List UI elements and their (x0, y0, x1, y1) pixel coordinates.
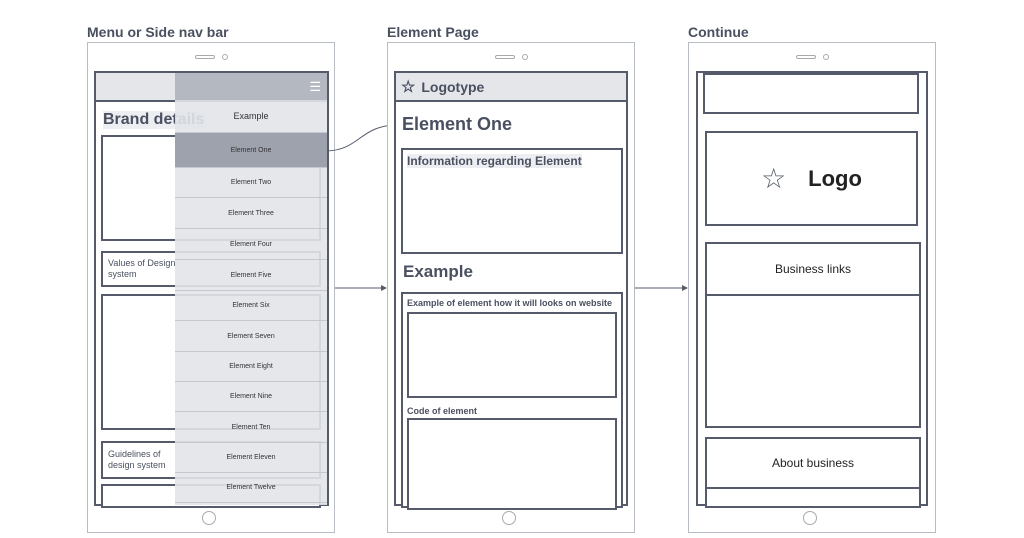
menu-item[interactable]: Element Eight (175, 352, 327, 382)
phone-screen: ☆ Logotype Element One Information regard… (394, 71, 628, 510)
phone-screen: ☆ Logo Business links About business (696, 71, 928, 508)
example-desc: Example of element how it will looks on … (407, 298, 613, 308)
business-links-box[interactable]: Business links (707, 244, 919, 296)
info-box: Information regarding Element (401, 148, 623, 254)
hamburger-icon[interactable]: ☰ (309, 79, 321, 94)
screen-title-menu: Menu or Side nav bar (87, 24, 229, 40)
menu-item[interactable]: Element Ten (175, 413, 327, 443)
speaker (796, 55, 816, 59)
speaker (195, 55, 215, 59)
menu-item[interactable]: Element Eleven (175, 443, 327, 473)
element-heading: Element One (402, 114, 513, 134)
star-icon: ☆ (401, 78, 416, 96)
menu-item[interactable]: Element One (175, 133, 327, 168)
screen-title-element-page: Element Page (387, 24, 479, 40)
home-button[interactable] (803, 511, 817, 525)
screen-title-continue: Continue (688, 24, 749, 40)
speaker (495, 55, 515, 59)
menu-item[interactable]: Element Twelve (175, 473, 327, 503)
logo-text: Logo (808, 165, 862, 191)
menu-item[interactable]: Element Three (175, 199, 327, 229)
example-heading: Example (403, 262, 473, 281)
camera (823, 54, 829, 60)
example-container: Example of element how it will looks on … (401, 292, 623, 510)
values-label: Values of Design system (108, 258, 176, 279)
header-bar: ☆ Logotype (396, 73, 626, 102)
star-icon: ☆ (761, 163, 787, 194)
menu-item[interactable]: Element Nine (175, 382, 327, 412)
code-box (407, 418, 617, 510)
about-container: About business (705, 437, 921, 508)
info-label: Information regarding Element (407, 154, 582, 168)
logo-box: ☆ Logo (705, 131, 918, 226)
menu-item[interactable]: Element Five (175, 261, 327, 291)
business-links-container: Business links (705, 242, 921, 428)
menu-header: ☰ (175, 73, 327, 100)
menu-item[interactable]: Element Four (175, 230, 327, 260)
example-preview-box (407, 312, 617, 398)
top-box (703, 73, 919, 114)
business-links-label: Business links (774, 262, 852, 276)
logotype: Logotype (421, 78, 485, 95)
menu-item[interactable]: Element Two (175, 168, 327, 198)
about-business-label: About business (771, 456, 855, 470)
menu-item[interactable]: Element Seven (175, 322, 327, 352)
camera (522, 54, 528, 60)
code-label: Code of element (407, 406, 478, 416)
menu-item[interactable]: Example (175, 100, 327, 133)
guidelines-label: Guidelines of design system (108, 449, 166, 470)
home-button[interactable] (202, 511, 216, 525)
home-button[interactable] (502, 511, 516, 525)
about-business-box[interactable]: About business (707, 439, 919, 489)
menu-item[interactable]: Element Six (175, 291, 327, 321)
camera (222, 54, 228, 60)
